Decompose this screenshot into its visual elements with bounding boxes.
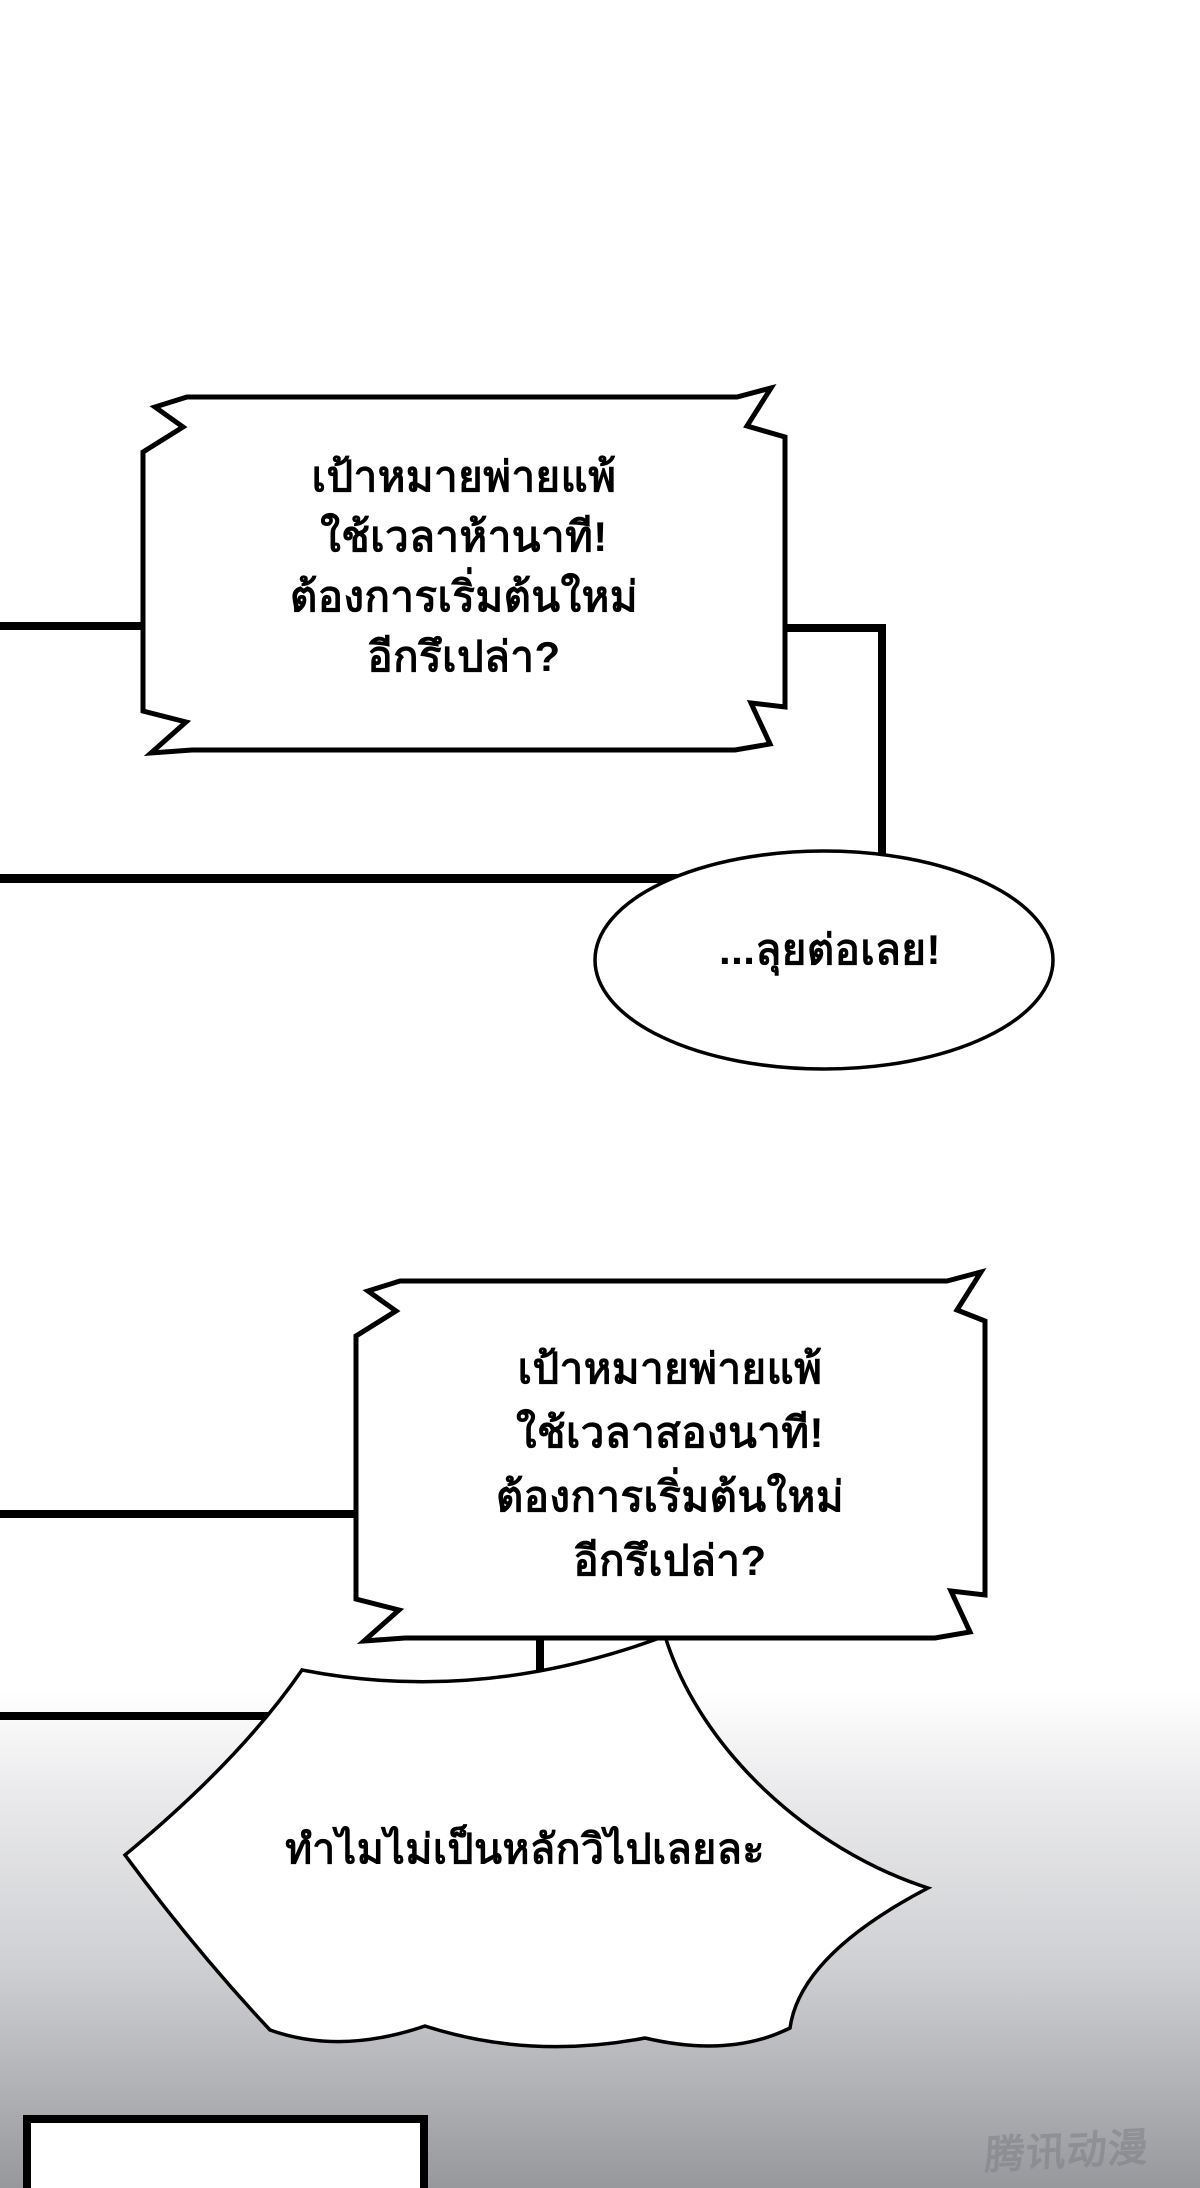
tencent-comics-watermark: 腾讯动漫 <box>983 2125 1150 2179</box>
system-box-1-outline <box>140 383 788 757</box>
panel2-left-border-line <box>0 1510 358 1518</box>
system-box-1-line: อีกรึเปล่า? <box>367 633 561 680</box>
system-box-2-line: ใช้เวลาสองนาที! <box>515 1409 825 1456</box>
system-box-2-line: อีกรึเปล่า? <box>573 1537 767 1584</box>
system-box-1-line: ต้องการเริ่มต้นใหม่ <box>289 573 639 620</box>
system-box-1-text: เป้าหมายพ่ายแพ้ ใช้เวลาห้านาที! ต้องการเ… <box>164 447 764 687</box>
panel1-right-top-border-line <box>785 624 886 632</box>
system-box-1-line: เป้าหมายพ่ายแพ้ <box>311 453 617 500</box>
bottom-cutoff-panel-box <box>23 2115 428 2188</box>
system-box-1-line: ใช้เวลาห้านาที! <box>320 513 608 560</box>
system-box-2-outline <box>353 1267 988 1645</box>
panel1-bottom-border-line <box>0 874 886 883</box>
reply-ellipse-text: ...ลุยต่อเลย! <box>718 926 942 973</box>
panel1-left-border-line <box>0 622 146 630</box>
box2-burst-connector-line <box>536 1636 544 1684</box>
panel1-right-border-line <box>878 624 886 862</box>
reply-ellipse-bubble <box>593 849 1055 1071</box>
system-box-2-line: ต้องการเริ่มต้นใหม่ <box>495 1473 845 1520</box>
system-box-2-line: เป้าหมายพ่ายแพ้ <box>517 1345 823 1392</box>
burst-bubble-outline <box>122 1633 933 2049</box>
system-box-2-text: เป้าหมายพ่ายแพ้ ใช้เวลาสองนาที! ต้องการเ… <box>370 1337 970 1593</box>
burst-bubble-text: ทำไมไม่เป็นหลักวิไปเลยละ <box>285 1826 765 1872</box>
panel3-left-border-line <box>0 1712 330 1720</box>
